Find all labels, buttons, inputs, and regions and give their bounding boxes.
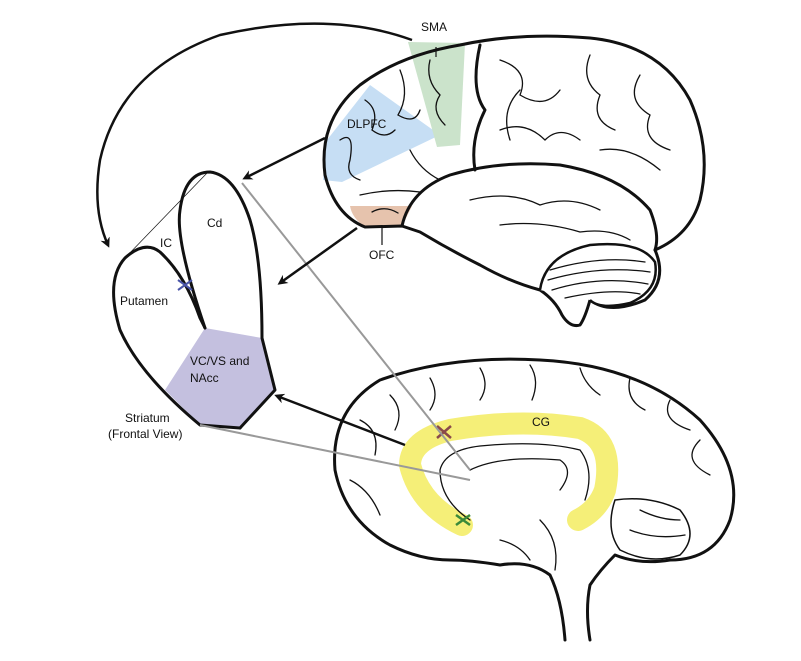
corpus-callosum — [439, 443, 590, 521]
ic-target-marker — [177, 279, 193, 291]
zoom-line-top — [241, 182, 471, 471]
lateral-brain — [322, 34, 706, 327]
cerebellum — [538, 242, 657, 308]
ic-label: IC — [160, 236, 172, 250]
vcvs-nacc-region — [165, 328, 275, 428]
arrow-cg-to-vcvs — [274, 393, 406, 447]
striatum-label-line2: (Frontal View) — [108, 427, 182, 441]
projection-arrows — [96, 22, 413, 447]
vcvs-label-line2: NAcc — [190, 371, 219, 385]
zoom-line-bottom — [199, 424, 471, 481]
sma-region — [408, 42, 465, 147]
caudate-outline — [177, 170, 277, 430]
temporal-lobe — [400, 162, 659, 252]
medial-brain — [333, 357, 736, 642]
ofc-region — [350, 206, 412, 227]
gyri — [339, 54, 671, 241]
putamen-outline — [112, 245, 242, 430]
cg-target-marker — [436, 425, 452, 439]
central-sulcus — [472, 43, 487, 172]
medial-brain-outline — [333, 357, 736, 642]
cd-label: Cd — [207, 216, 222, 230]
vcvs-label-line1: VC/VS and — [190, 354, 249, 368]
arrow-sma-to-putamen — [96, 22, 413, 248]
sgc-target-marker — [455, 513, 471, 527]
sma-label: SMA — [421, 20, 447, 34]
internal-capsule-line — [124, 171, 209, 259]
arrow-dlpfc-to-caudate — [242, 136, 326, 180]
cerebellum-folia — [547, 259, 651, 299]
striatum — [112, 170, 277, 430]
ofc-label: OFC — [369, 248, 395, 262]
striatum-label-line1: Striatum — [125, 411, 170, 425]
cingulate-gyrus-region — [398, 412, 619, 536]
dlpfc-region — [323, 85, 440, 182]
arrow-ofc-to-caudate — [277, 226, 358, 285]
putamen-label: Putamen — [120, 294, 168, 308]
medial-cerebellum — [610, 498, 691, 560]
lateral-brain-outline — [322, 34, 706, 327]
dlpfc-label: DLPFC — [347, 117, 387, 131]
cg-label: CG — [532, 415, 550, 429]
